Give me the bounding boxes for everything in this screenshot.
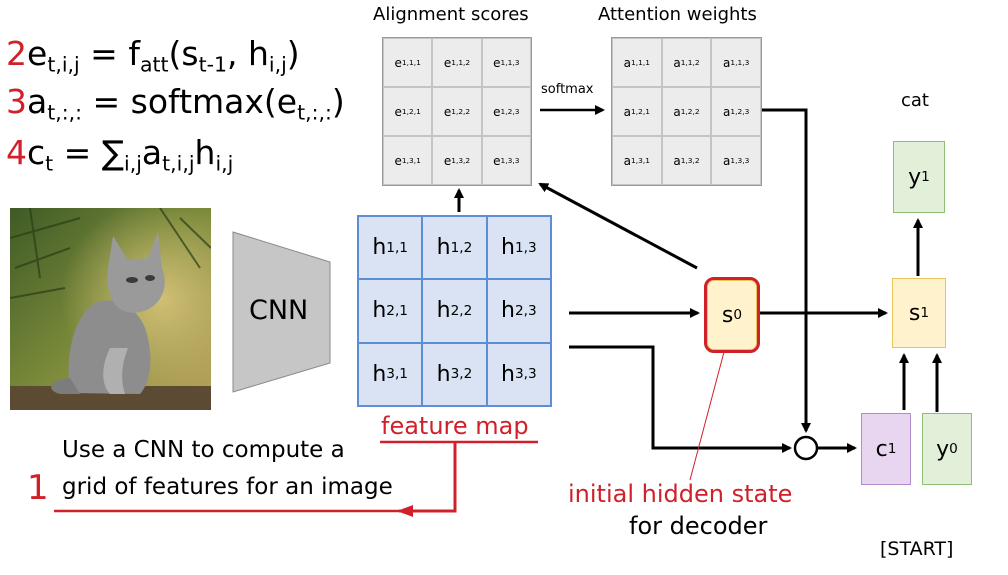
equation-attention-weights: 3at,:,: = softmax(et,:,:) [6, 82, 345, 125]
arrow-s0-to-scores [538, 182, 698, 270]
step1-line1: Use a CNN to compute a [62, 437, 345, 463]
hidden-state-pointer [689, 351, 725, 481]
step-number-4: 4 [6, 133, 27, 172]
step1-line2: grid of features for an image [62, 474, 393, 500]
arrow-feature-map-to-step1 [397, 442, 457, 517]
alignment-scores-title: Alignment scores [373, 4, 529, 25]
equation-context-vector: 4ct = ∑i,jat,i,jhi,j [6, 133, 234, 176]
arrow-weights-to-combine [760, 108, 811, 433]
start-token: [START] [880, 538, 954, 560]
softmax-label: softmax [541, 82, 594, 97]
kitten-image [10, 208, 211, 410]
attention-weights-title: Attention weights [598, 4, 757, 25]
combine-node [793, 435, 819, 461]
cnn-label: CNN [249, 295, 309, 326]
output-word-cat: cat [901, 90, 929, 111]
step-number-3: 3 [6, 82, 27, 121]
equation-alignment-score: 2et,i,j = fatt(st-1, hi,j) [6, 34, 300, 77]
feature-map-label: feature map [381, 412, 529, 440]
cnn-block [232, 231, 331, 393]
arrow-feature-to-combine [569, 345, 792, 453]
step-number-1: 1 [27, 468, 49, 508]
hidden-state-label-line1: initial hidden state [568, 480, 793, 508]
hidden-state-label-line2: for decoder [629, 512, 768, 540]
step-number-2: 2 [6, 34, 27, 73]
